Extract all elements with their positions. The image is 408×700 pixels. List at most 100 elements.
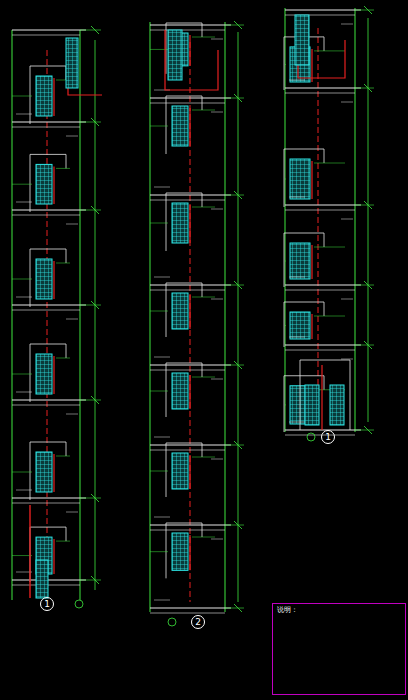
- detail-number: 2: [195, 618, 201, 627]
- drawing-line: [234, 94, 242, 102]
- drawing-line: [189, 375, 190, 409]
- drawing-line: [150, 22, 151, 612]
- drawing-line: [91, 494, 99, 502]
- detail-number-circle: 1: [40, 597, 54, 611]
- drawing-line: [150, 200, 225, 201]
- drawing-rect: [66, 38, 78, 88]
- drawing-rect: [295, 15, 309, 65]
- drawing-line: [285, 93, 355, 94]
- drawing-line: [12, 405, 80, 406]
- drawing-line: [12, 472, 32, 473]
- drawing-line: [314, 50, 345, 51]
- drawing-line: [311, 161, 312, 199]
- drawing-line: [150, 370, 225, 371]
- drawing-line: [12, 400, 86, 401]
- drawing-line: [150, 290, 225, 291]
- drawing-rect: [290, 159, 310, 199]
- drawing-line: [341, 219, 353, 220]
- drawing-line: [66, 414, 78, 415]
- drawing-line: [341, 359, 353, 360]
- drawing-line: [80, 580, 101, 581]
- drawing-line: [190, 42, 191, 602]
- drawing-line: [234, 604, 242, 612]
- drawing-line: [234, 441, 242, 449]
- drawing-line: [91, 26, 99, 34]
- drawing-line: [47, 50, 48, 590]
- drawing-line: [66, 319, 78, 320]
- drawing-line: [225, 608, 244, 609]
- drawing-line: [364, 201, 372, 209]
- detail-number: 1: [325, 433, 331, 442]
- drawing-rect: [168, 30, 182, 80]
- drawing-line: [289, 277, 305, 278]
- drawing-line: [80, 122, 101, 123]
- drawing-line: [154, 437, 170, 438]
- drawing-line: [289, 422, 305, 423]
- drawing-line: [192, 207, 215, 208]
- drawing-line: [285, 345, 361, 346]
- drawing-line: [285, 88, 361, 89]
- drawing-line: [285, 404, 286, 405]
- drawing-rect: [172, 293, 188, 329]
- drawing-rect: [172, 453, 188, 489]
- drawing-line: [192, 37, 215, 38]
- drawing-line: [225, 525, 244, 526]
- drawing-line: [80, 305, 101, 306]
- drawing-line: [225, 445, 244, 446]
- drawing-line: [192, 457, 215, 458]
- notes-box: 说明：: [272, 603, 406, 695]
- drawing-line: [285, 8, 286, 432]
- drawing-line: [211, 539, 223, 540]
- drawing-line: [150, 285, 231, 286]
- wall-outline: [300, 360, 350, 430]
- drawing-line: [56, 456, 70, 457]
- drawing-line: [12, 30, 86, 31]
- drawing-line: [12, 30, 13, 600]
- drawing-line: [311, 49, 312, 82]
- axis-bubble: [75, 600, 83, 608]
- drawing-line: [91, 396, 99, 404]
- drawing-line: [80, 498, 101, 499]
- drawing-line: [192, 110, 215, 111]
- drawing-line: [318, 28, 319, 422]
- drawing-line: [341, 299, 353, 300]
- drawing-rect: [36, 452, 52, 492]
- drawing-line: [364, 6, 372, 14]
- drawing-rect: [305, 385, 319, 425]
- drawing-line: [364, 426, 372, 434]
- drawing-line: [311, 245, 312, 279]
- drawing-line: [53, 539, 54, 574]
- axis-bubble: [307, 433, 315, 441]
- drawing-line: [355, 345, 374, 346]
- drawing-line: [355, 430, 374, 431]
- drawing-line: [150, 608, 231, 609]
- drawing-line: [16, 202, 32, 203]
- drawing-line: [238, 32, 239, 602]
- drawing-line: [80, 30, 101, 31]
- drawing-line: [285, 10, 361, 11]
- drawing-line: [53, 166, 54, 204]
- drawing-rect: [172, 373, 188, 409]
- drawing-line: [12, 305, 86, 306]
- drawing-line: [12, 374, 32, 375]
- drawing-rect: [36, 164, 52, 204]
- drawing-line: [341, 24, 353, 25]
- drawing-line: [154, 277, 170, 278]
- drawing-line: [355, 10, 374, 11]
- drawing-line: [12, 503, 80, 504]
- drawing-line: [16, 490, 32, 491]
- drawing-line: [364, 84, 372, 92]
- notes-heading: 说明：: [277, 607, 298, 614]
- drawing-line: [234, 521, 242, 529]
- drawing-rect: [290, 312, 310, 339]
- drawing-rect: [36, 259, 52, 299]
- drawing-line: [56, 168, 70, 169]
- drawing-line: [150, 223, 168, 224]
- drawing-line: [355, 88, 374, 89]
- drawing-line: [192, 377, 215, 378]
- drawing-line: [234, 361, 242, 369]
- drawing-line: [341, 102, 353, 103]
- drawing-line: [285, 261, 286, 262]
- drawing-line: [12, 215, 80, 216]
